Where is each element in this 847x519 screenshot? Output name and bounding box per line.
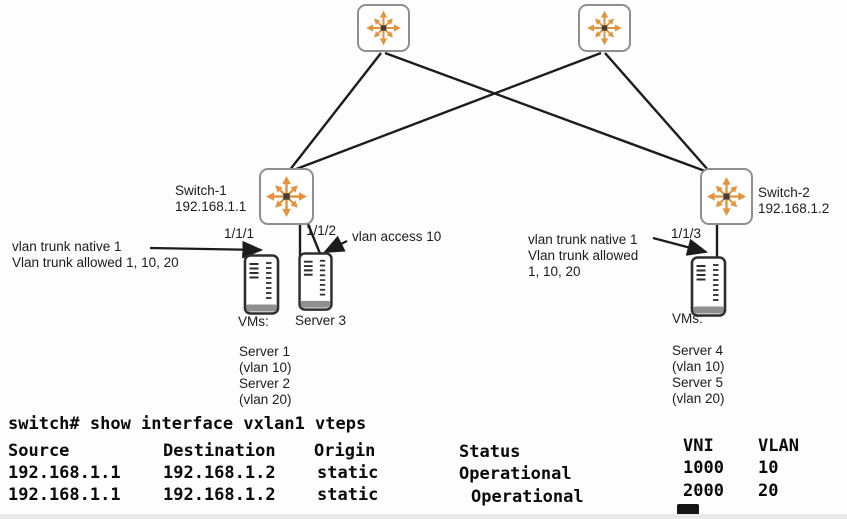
cli-header-vni: VNI [683, 436, 714, 456]
cli-command: switch# show interface vxlan1 vteps [8, 414, 367, 434]
port-label-1-1-3: 1/1/3 [671, 226, 702, 241]
server-3-label: Server 3 [295, 313, 347, 328]
cli-header-destination: Destination [163, 441, 276, 461]
port-label-1-1-1: 1/1/1 [224, 226, 255, 241]
switch-2-icon [700, 168, 753, 225]
cli-header-source: Source [8, 441, 70, 461]
right-trunk-line1: vlan trunk native 1 [528, 232, 638, 247]
left-trunk-annotation: vlan trunk native 1 Vlan trunk allowed 1… [12, 239, 179, 271]
port-label-1-1-2: 1/1/2 [306, 223, 337, 238]
vm-line: Server 4 [672, 343, 724, 358]
vm-line: Server 1 [239, 344, 291, 359]
vm-line: (vlan 10) [239, 360, 292, 375]
cli-row2-status: Operational [471, 487, 584, 507]
switch-2-name: Switch-2 [758, 185, 810, 200]
cli-row1-status: Operational [459, 464, 572, 484]
right-trunk-line2: Vlan trunk allowed [528, 248, 639, 263]
left-trunk-line1: vlan trunk native 1 [12, 239, 122, 254]
right-trunk-annotation: vlan trunk native 1 Vlan trunk allowed 1… [528, 232, 638, 280]
left-trunk-line2: Vlan trunk allowed 1, 10, 20 [12, 255, 179, 270]
vm-line: (vlan 20) [672, 391, 725, 406]
switch-1-icon [259, 168, 314, 225]
cli-row2-destination: 192.168.1.2 [163, 485, 276, 505]
spine-router-1-icon [357, 4, 410, 52]
vm-line: Server 5 [672, 375, 724, 390]
cli-header-status: Status [459, 442, 521, 462]
cli-row1-source: 192.168.1.1 [8, 463, 121, 483]
switch-1-ip: 192.168.1.1 [175, 199, 247, 214]
left-vm-list: Server 1 (vlan 10) Server 2 (vlan 20) [239, 344, 292, 408]
switch-1-label: Switch-1 192.168.1.1 [175, 183, 246, 215]
switch-2-ip: 192.168.1.2 [758, 201, 830, 216]
vm-line: (vlan 10) [672, 359, 725, 374]
cli-row2-origin: static [317, 485, 379, 505]
vm-line: (vlan 20) [239, 392, 292, 407]
spine-router-2-icon [578, 4, 631, 52]
cli-row1-origin: static [317, 463, 379, 483]
cli-row2-vlan: 20 [758, 481, 779, 501]
right-vm-list: Server 4 (vlan 10) Server 5 (vlan 20) [672, 343, 725, 407]
vm-line: Server 2 [239, 376, 291, 391]
cli-row1-vlan: 10 [758, 458, 779, 478]
cli-row2-vni: 2000 [683, 481, 724, 501]
switch-2-label: Switch-2 192.168.1.2 [758, 185, 829, 217]
cli-row1-destination: 192.168.1.2 [163, 463, 276, 483]
cli-header-origin: Origin [314, 441, 376, 461]
left-vms-label: VMs: [238, 314, 269, 329]
cli-row2-source: 192.168.1.1 [8, 485, 121, 505]
right-trunk-line3: 1, 10, 20 [528, 264, 581, 279]
right-vms-label: VMs: [672, 311, 703, 326]
bottom-edge-strip [0, 514, 847, 519]
switch-1-name: Switch-1 [175, 183, 227, 198]
cli-header-vlan: VLAN [758, 436, 799, 456]
cli-row1-vni: 1000 [683, 458, 724, 478]
vlan-access-annotation: vlan access 10 [352, 229, 442, 244]
